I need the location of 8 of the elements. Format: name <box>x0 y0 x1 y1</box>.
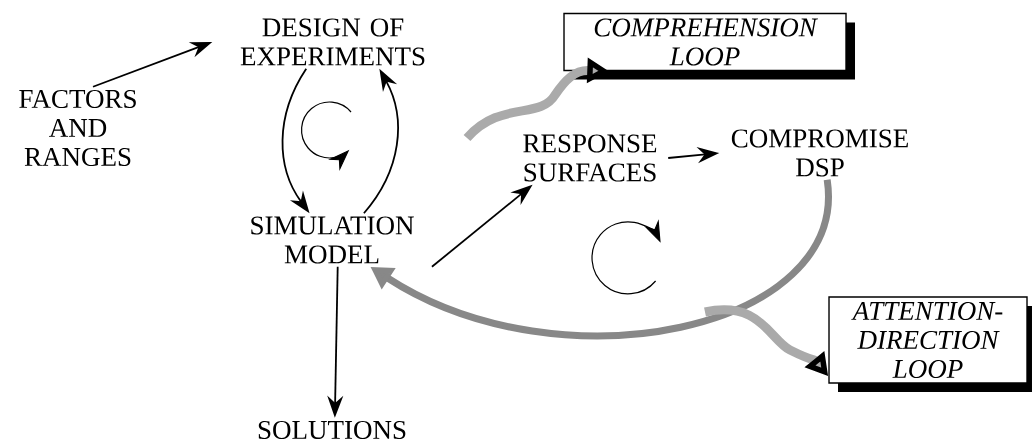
node-text: DESIGN OF EXPERIMENTS <box>240 18 425 66</box>
node-text: RESPONSE SURFACES <box>523 134 657 182</box>
node-text: COMPROMISE DSP <box>731 129 908 177</box>
node-text: SOLUTIONS <box>258 420 406 440</box>
loop-box: ATTENTION-DIRECTION LOOP <box>828 296 1032 393</box>
node-text: FACTORS AND RANGES <box>19 89 136 167</box>
loop-box: COMPREHENSION LOOP <box>563 12 855 80</box>
node-text: SIMULATION MODEL <box>251 216 414 264</box>
